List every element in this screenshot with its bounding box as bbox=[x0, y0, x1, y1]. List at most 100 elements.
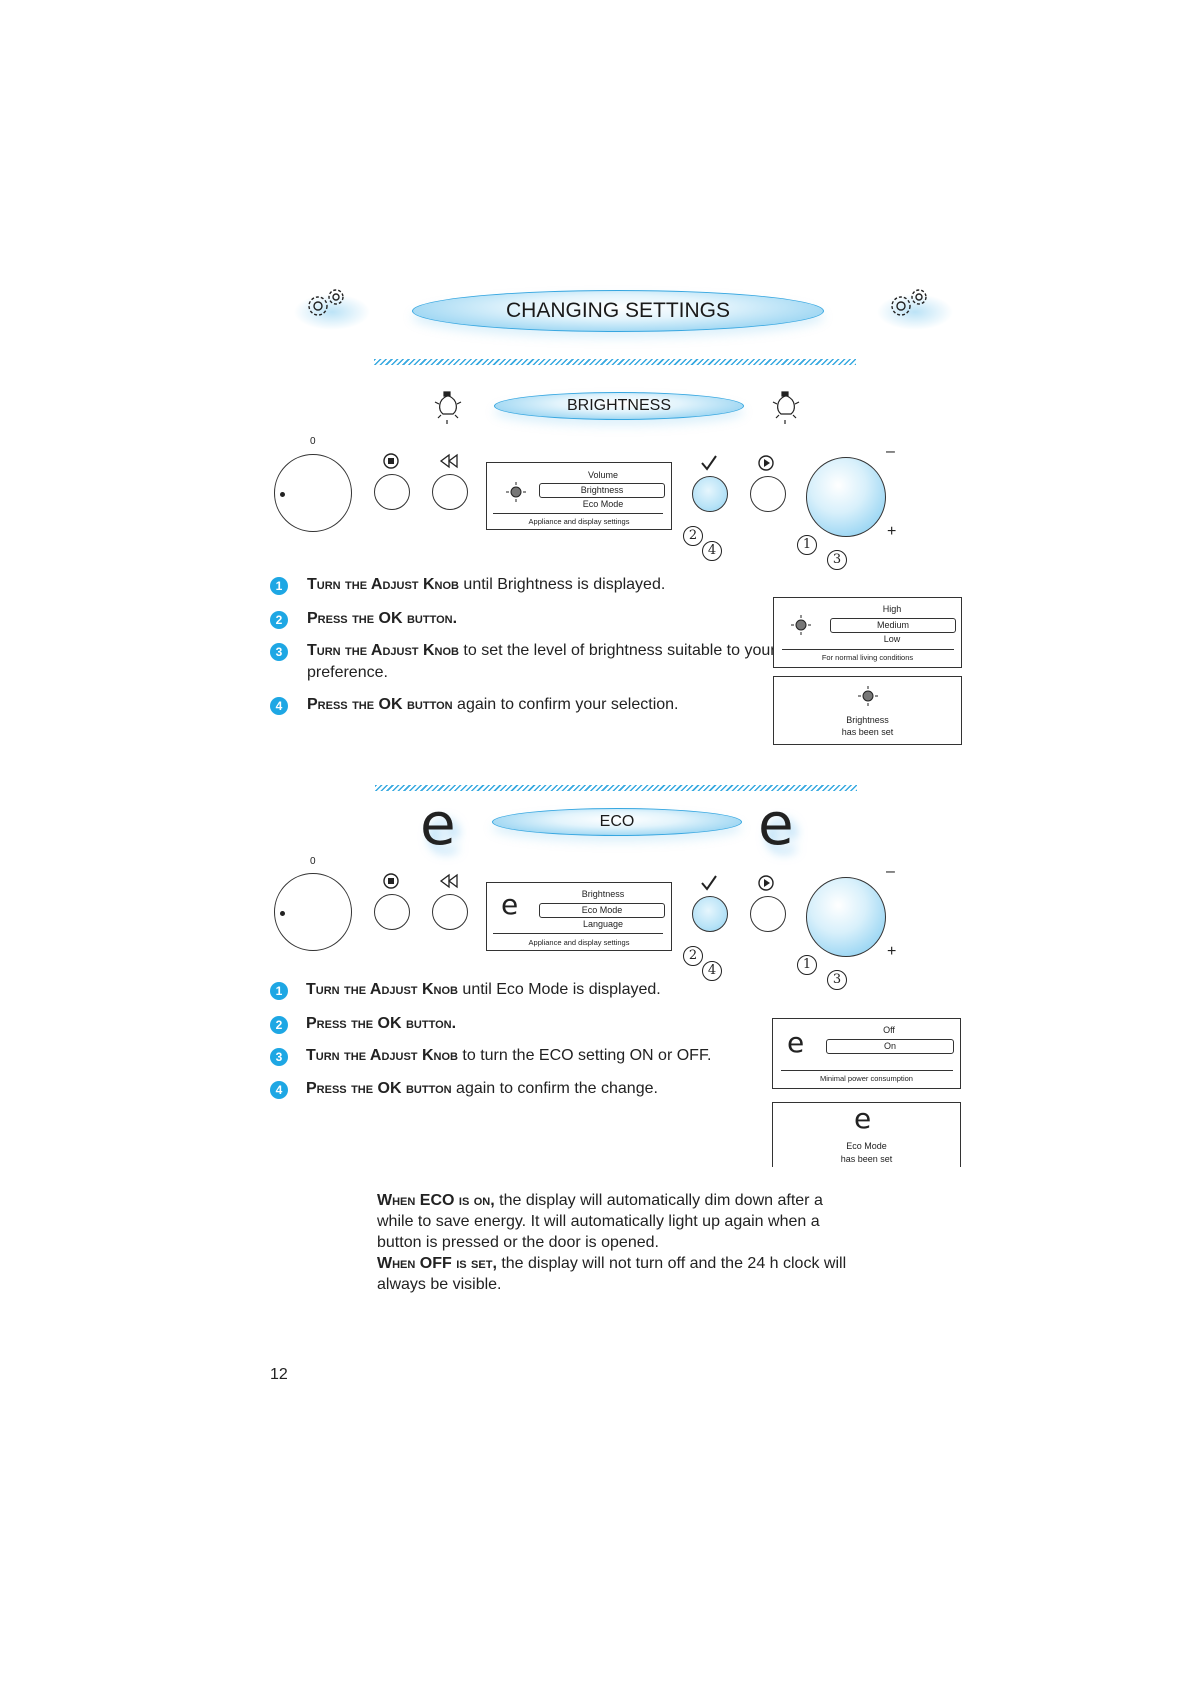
step-lead: Turn the Adjust Knob bbox=[307, 576, 459, 593]
display-option: Eco Mode bbox=[582, 499, 624, 509]
step-body: to turn the ECO setting ON or OFF. bbox=[457, 1047, 712, 1064]
section-title-text: BRIGHTNESS bbox=[566, 397, 671, 414]
brightness-level-display: High Medium Low For normal living condit… bbox=[773, 597, 962, 668]
eco-e-icon: e bbox=[501, 888, 519, 921]
section-title-text: ECO bbox=[599, 813, 635, 830]
callout-number: 1 bbox=[797, 535, 817, 555]
ok-button[interactable] bbox=[692, 896, 728, 932]
callout-number: 4 bbox=[702, 541, 722, 561]
stop-button[interactable] bbox=[374, 474, 410, 510]
adjust-knob[interactable] bbox=[806, 457, 886, 537]
eco-e-icon: e bbox=[420, 790, 456, 858]
selector-knob[interactable] bbox=[274, 873, 352, 951]
display-option: Brightness bbox=[581, 889, 625, 899]
step-badge: 3 bbox=[270, 643, 288, 661]
section-title-eco: ECO bbox=[492, 808, 742, 836]
display-rule bbox=[782, 649, 954, 650]
confirm-line: has been set bbox=[841, 727, 894, 737]
gears-icon bbox=[877, 289, 953, 330]
brightness-confirm-display: Brightness has been set bbox=[773, 676, 962, 745]
callout-number: 4 bbox=[702, 961, 722, 981]
display-selected-option: Brightness bbox=[539, 483, 665, 498]
display-option: Off bbox=[883, 1025, 895, 1035]
eco-off-note: When OFF is set, the display will not tu… bbox=[377, 1253, 847, 1295]
minus-label: – bbox=[886, 863, 895, 880]
display-option: Low bbox=[883, 634, 901, 644]
eco-confirm-display: e Eco Mode has been set bbox=[772, 1102, 961, 1167]
step-badge: 1 bbox=[270, 577, 288, 595]
confirm-line: Eco Mode bbox=[846, 1141, 887, 1151]
eco-e-icon: e bbox=[787, 1026, 805, 1059]
step-lead: Press the OK button bbox=[307, 696, 453, 713]
display-selected-option: On bbox=[826, 1039, 954, 1054]
step-text-continued: preference. bbox=[307, 664, 388, 681]
page-title-text: CHANGING SETTINGS bbox=[505, 299, 731, 322]
step-text: Press the OK button again to confirm you… bbox=[307, 696, 678, 714]
section-divider bbox=[375, 785, 857, 791]
gears-icon bbox=[294, 289, 370, 330]
check-icon bbox=[701, 875, 717, 891]
eco-on-note: When ECO is on, the display will automat… bbox=[377, 1190, 847, 1253]
selector-knob[interactable] bbox=[274, 454, 352, 532]
step-badge: 2 bbox=[270, 611, 288, 629]
step-text: Turn the Adjust Knob to set the level of… bbox=[307, 642, 776, 660]
step-lead: Turn the Adjust Knob bbox=[306, 1047, 458, 1064]
adjust-knob[interactable] bbox=[806, 877, 886, 957]
stop-icon bbox=[383, 873, 399, 889]
step-text: Turn the Adjust Knob until Eco Mode is d… bbox=[306, 981, 661, 999]
step-text: Press the OK button. bbox=[306, 1015, 456, 1033]
callout-number: 3 bbox=[827, 970, 847, 990]
display-rule bbox=[781, 1070, 953, 1071]
start-button[interactable] bbox=[750, 896, 786, 932]
display-footer: Appliance and display settings bbox=[528, 938, 630, 947]
plus-label: + bbox=[887, 523, 897, 540]
eco-level-display: e Off On Minimal power consumption bbox=[772, 1018, 961, 1089]
step-body: until Eco Mode is displayed. bbox=[457, 981, 661, 998]
note-body: the display will automatically dim down … bbox=[377, 1192, 823, 1251]
confirm-line: Brightness bbox=[846, 715, 889, 725]
page-title: CHANGING SETTINGS bbox=[412, 290, 824, 332]
section-title-brightness: BRIGHTNESS bbox=[494, 392, 744, 420]
callout-number: 1 bbox=[797, 955, 817, 975]
step-body: again to confirm your selection. bbox=[452, 696, 679, 713]
step-lead: Turn the Adjust Knob bbox=[307, 642, 459, 659]
step-lead: Press the OK button. bbox=[306, 1015, 457, 1032]
display-option: High bbox=[882, 604, 902, 614]
display-selected-option: Eco Mode bbox=[539, 903, 665, 918]
settings-display: Volume Brightness Eco Mode Appliance and… bbox=[486, 462, 672, 530]
section-divider bbox=[374, 359, 856, 365]
callout-number: 2 bbox=[683, 526, 703, 546]
back-button[interactable] bbox=[432, 894, 468, 930]
step-lead: Turn the Adjust Knob bbox=[306, 981, 458, 998]
back-button[interactable] bbox=[432, 474, 468, 510]
callout-number: 3 bbox=[827, 550, 847, 570]
plus-label: + bbox=[887, 943, 897, 960]
display-option: Language bbox=[582, 919, 624, 929]
note-body: the display will not turn off and the 24… bbox=[377, 1255, 847, 1293]
stop-button[interactable] bbox=[374, 894, 410, 930]
callout-number: 2 bbox=[683, 946, 703, 966]
minus-label: – bbox=[886, 443, 895, 460]
step-badge: 4 bbox=[270, 1081, 288, 1099]
rewind-icon bbox=[439, 873, 458, 889]
knob-zero-label: 0 bbox=[310, 856, 316, 867]
step-body: to set the level of brightness suitable … bbox=[458, 642, 776, 659]
brightness-icon bbox=[506, 482, 526, 502]
eco-e-icon: e bbox=[758, 790, 794, 858]
knob-zero-label: 0 bbox=[310, 436, 316, 447]
eco-e-icon: e bbox=[854, 1102, 872, 1135]
step-text: Turn the Adjust Knob until Brightness is… bbox=[307, 576, 665, 594]
step-badge: 4 bbox=[270, 697, 288, 715]
stop-icon bbox=[383, 453, 399, 469]
step-badge: 1 bbox=[270, 982, 288, 1000]
display-option: Volume bbox=[587, 470, 619, 480]
step-badge: 3 bbox=[270, 1048, 288, 1066]
display-footer: For normal living conditions bbox=[821, 653, 914, 662]
step-body: again to confirm the change. bbox=[451, 1080, 658, 1097]
ok-button[interactable] bbox=[692, 476, 728, 512]
step-text: Press the OK button. bbox=[307, 610, 457, 628]
start-button[interactable] bbox=[750, 476, 786, 512]
step-lead: Press the OK button bbox=[306, 1080, 452, 1097]
check-icon bbox=[701, 455, 717, 471]
display-footer: Minimal power consumption bbox=[820, 1074, 913, 1083]
